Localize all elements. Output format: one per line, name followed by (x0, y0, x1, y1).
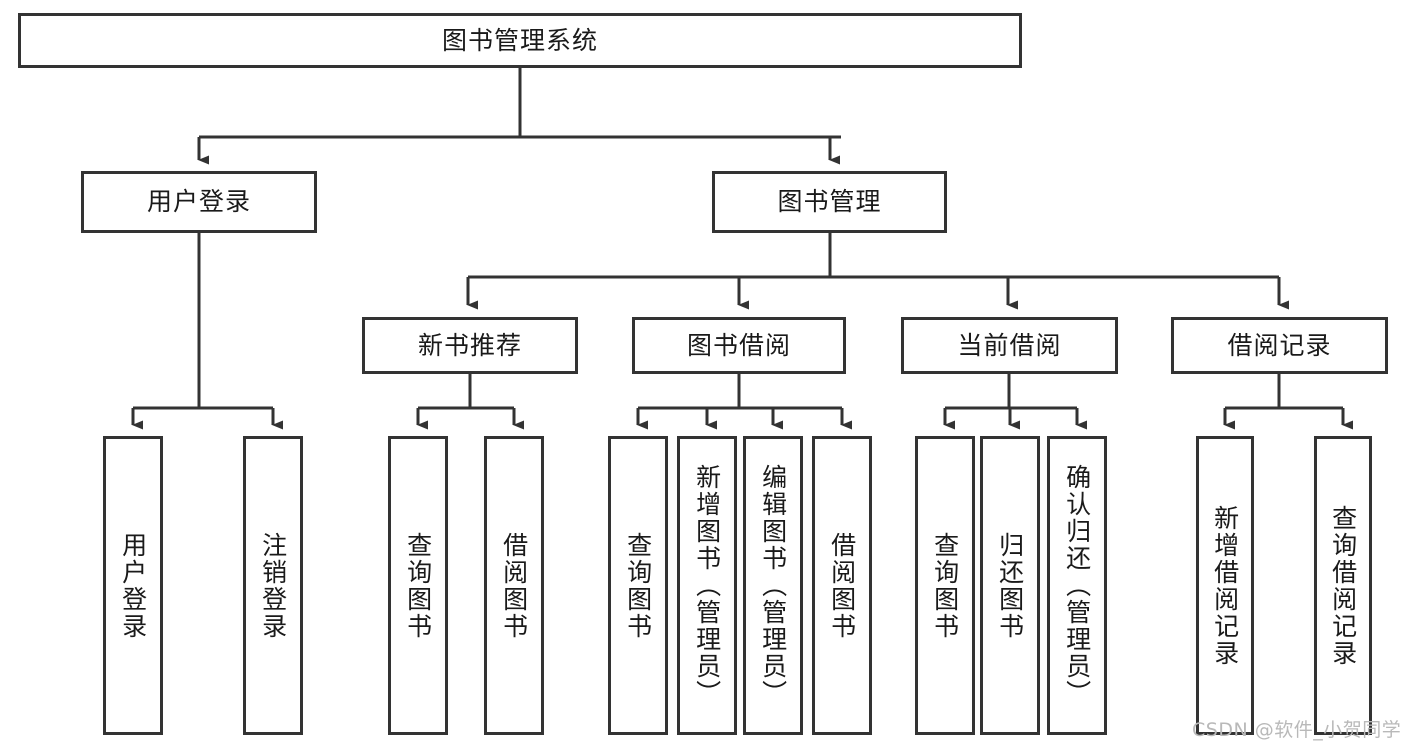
node-book-borrow[interactable]: 图书借阅 (632, 317, 846, 374)
leaf-add-book-admin[interactable]: 新增图书（管理员） (677, 436, 737, 735)
watermark: CSDN @软件_小贺同学 (1192, 719, 1402, 741)
node-borrow-record-label: 借阅记录 (1227, 330, 1332, 360)
leaf-query-book-current[interactable]: 查询图书 (915, 436, 975, 735)
leaf-query-borrow-record[interactable]: 查询借阅记录 (1314, 436, 1372, 735)
leaf-confirm-return-admin[interactable]: 确认归还（管理员） (1047, 436, 1107, 735)
leaf-label: 查询图书 (930, 531, 960, 640)
node-current-borrow-label: 当前借阅 (957, 330, 1062, 360)
leaf-return-book[interactable]: 归还图书 (980, 436, 1040, 735)
leaf-label: 借阅图书 (827, 531, 857, 640)
node-new-book-recommend-label: 新书推荐 (417, 330, 522, 360)
node-new-book-recommend[interactable]: 新书推荐 (362, 317, 578, 374)
node-book-management-label: 图书管理 (777, 187, 882, 216)
leaf-borrow-book-recommend[interactable]: 借阅图书 (484, 436, 544, 735)
leaf-label: 归还图书 (995, 531, 1025, 640)
leaf-borrow-book[interactable]: 借阅图书 (812, 436, 872, 735)
node-user-login[interactable]: 用户登录 (81, 171, 317, 233)
node-borrow-record[interactable]: 借阅记录 (1171, 317, 1388, 374)
leaf-query-book-borrow[interactable]: 查询图书 (608, 436, 668, 735)
node-root[interactable]: 图书管理系统 (18, 13, 1022, 68)
leaf-label: 注销登录 (258, 531, 288, 640)
node-current-borrow[interactable]: 当前借阅 (901, 317, 1118, 374)
node-book-borrow-label: 图书借阅 (686, 330, 791, 360)
leaf-query-book-recommend[interactable]: 查询图书 (388, 436, 448, 735)
node-user-login-label: 用户登录 (146, 187, 251, 216)
leaf-edit-book-admin[interactable]: 编辑图书（管理员） (743, 436, 803, 735)
leaf-label: 查询借阅记录 (1328, 504, 1358, 667)
leaf-label: 新增图书（管理员） (692, 464, 722, 707)
leaf-label: 查询图书 (403, 531, 433, 640)
leaf-label: 用户登录 (118, 531, 148, 640)
node-root-label: 图书管理系统 (441, 25, 598, 55)
leaf-label: 编辑图书（管理员） (758, 464, 788, 707)
leaf-label: 新增借阅记录 (1210, 504, 1240, 667)
leaf-label: 查询图书 (623, 531, 653, 640)
leaf-add-borrow-record[interactable]: 新增借阅记录 (1196, 436, 1254, 735)
node-book-management[interactable]: 图书管理 (712, 171, 947, 233)
leaf-logout[interactable]: 注销登录 (243, 436, 303, 735)
leaf-label: 借阅图书 (499, 531, 529, 640)
leaf-user-login[interactable]: 用户登录 (103, 436, 163, 735)
leaf-label: 确认归还（管理员） (1062, 464, 1092, 707)
